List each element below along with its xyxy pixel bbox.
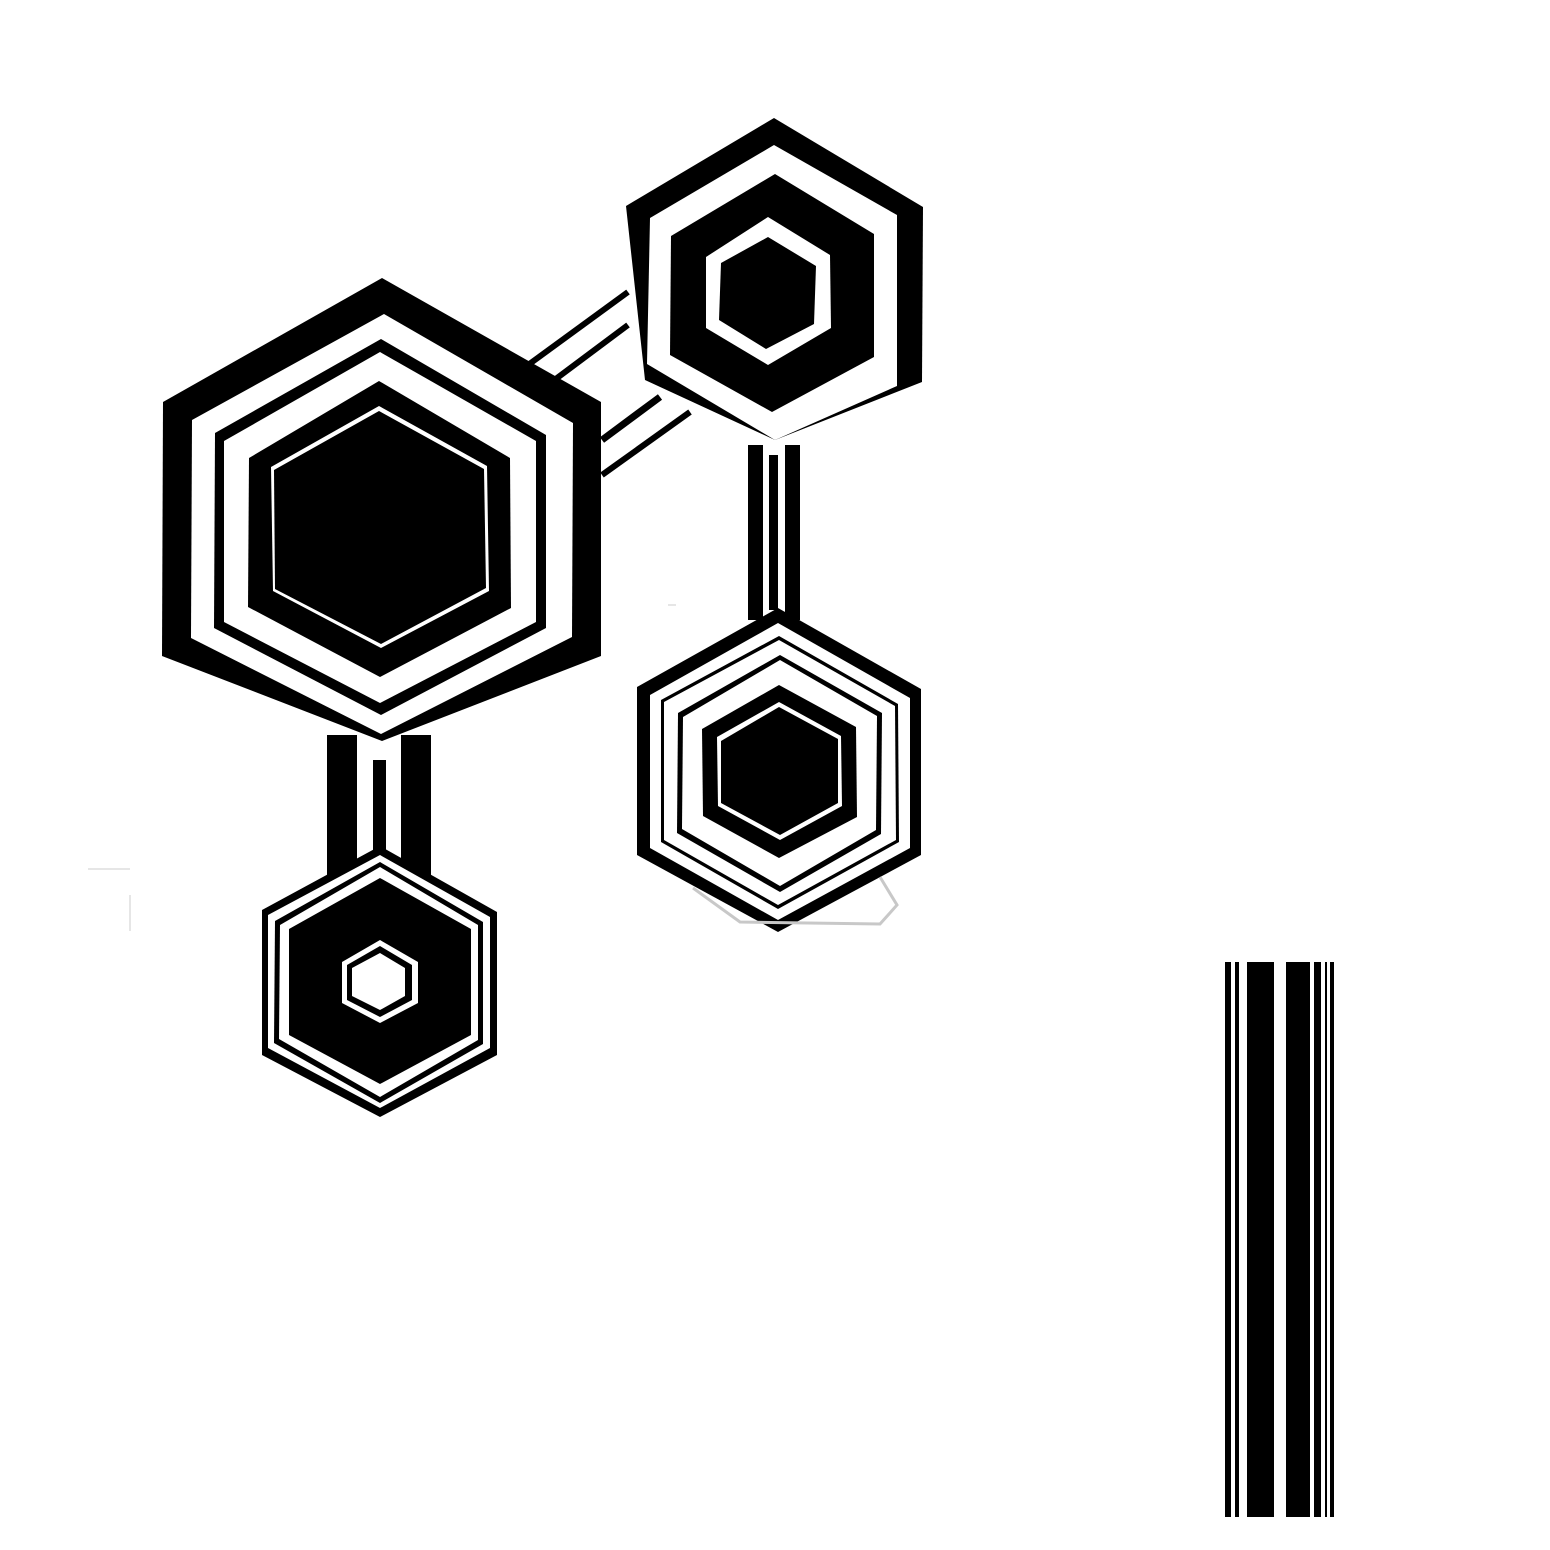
hexagon-large [162, 278, 601, 741]
stray-marks [88, 604, 676, 931]
hexagon-bottom [262, 846, 497, 1117]
barcode-stripe [1225, 962, 1334, 1517]
bond-large-top [526, 289, 692, 478]
hexagon-right [637, 608, 921, 932]
bond-large-bottom [327, 735, 431, 880]
bond-top-right [748, 445, 800, 620]
hexagon-top [626, 118, 923, 440]
